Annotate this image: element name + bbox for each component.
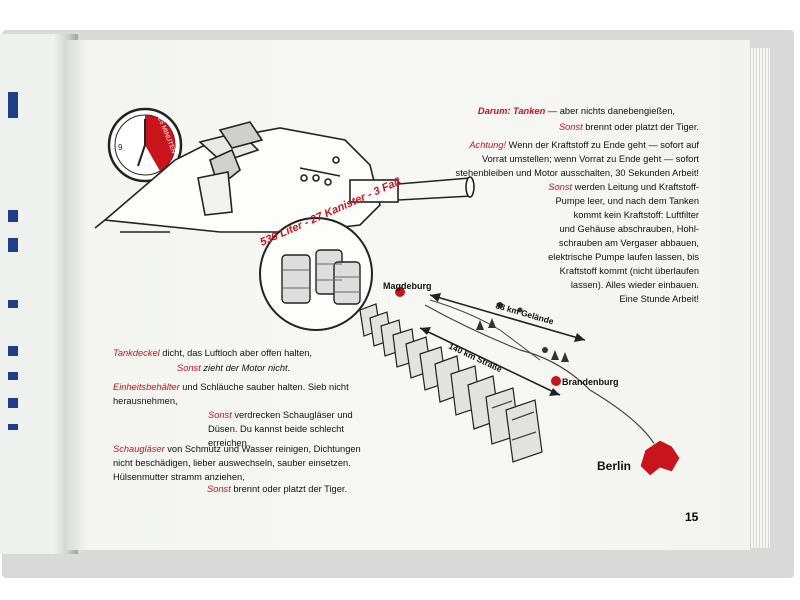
sonst2-line8: lassen). Alles wieder einbauen. xyxy=(570,280,699,290)
jerry-cans-row xyxy=(359,303,543,463)
darum-line: Darum: Tanken — aber nichts danebengieße… xyxy=(360,104,675,118)
darum-text: — aber nichts danebengießen, xyxy=(545,106,675,116)
sonst3-label: Sonst xyxy=(177,363,201,373)
sonst1-line: Sonst brennt oder platzt der Tiger. xyxy=(360,120,699,134)
tank-turret-sketch xyxy=(94,121,475,233)
sonst4-line3: erreichen. xyxy=(208,438,250,448)
right-page xyxy=(66,40,750,550)
achtung-paragraph: Achtung! Wenn der Kraftstoff zu Ende geh… xyxy=(400,138,699,180)
tankdeckel-label: Tankdeckel xyxy=(113,348,160,358)
sonst2-line6: elektrische Pumpe laufen lassen, bis xyxy=(548,252,699,262)
sonst3-text: zieht der Motor nicht. xyxy=(200,363,291,373)
clock-icon: 25 MINUTEN 9 xyxy=(107,107,183,183)
tank-refuel-illustration: 25 MINUTEN 9 530 Liter - 27 Kani xyxy=(94,107,681,477)
sonst2-line2: Pumpe leer, und nach dem Tanken xyxy=(555,196,699,206)
sonst2-line5: schrauben am Vergaser abbauen, xyxy=(558,238,699,248)
sonst2-label: Sonst xyxy=(548,182,573,192)
sonst1-label: Sonst xyxy=(558,122,583,132)
city-brandenburg: Brandenburg xyxy=(562,377,619,387)
page-stack-edge xyxy=(748,48,770,548)
schau-text: von Schmutz und Wasser reinigen, Dichtun… xyxy=(164,444,361,454)
einheit-line2: herausnehmen, xyxy=(113,396,178,406)
tankdeckel-line: Tankdeckel dicht, das Luftloch aber offe… xyxy=(113,346,373,360)
einheit-text: und Schläuche sauber halten. Sieb nicht xyxy=(179,382,349,392)
tankdeckel-text: dicht, das Luftloch aber offen halten, xyxy=(159,348,313,358)
sonst2-line4: und Gehäuse abschrauben, Hohl- xyxy=(559,224,699,234)
schau-line3: Hülsenmutter stramm anziehen, xyxy=(113,472,245,482)
sonst4-label: Sonst xyxy=(208,410,232,420)
sonst4-line1: verdrecken Schaugläser und xyxy=(231,410,353,420)
darum-label: Darum: Tanken xyxy=(477,106,546,116)
einheit-label: Einheitsbehälter xyxy=(113,382,180,392)
achtung-line2: Vorrat umstellen; wenn Vorrat zu Ende ge… xyxy=(481,154,699,164)
page-number: 15 xyxy=(685,510,699,524)
schau-line2: nicht beschädigen, lieber auswechseln, s… xyxy=(113,458,351,468)
sonst2-line9: Eine Stunde Arbeit! xyxy=(619,294,699,304)
sonst5-line: Sonst brennt oder platzt der Tiger. xyxy=(207,482,387,496)
schau-label: Schaugläser xyxy=(113,444,165,454)
sonst5-text: brennt oder platzt der Tiger. xyxy=(230,484,348,494)
sonst3-line: Sonst zieht der Motor nicht. xyxy=(177,361,377,375)
sonst4-line2: Düsen. Du kannst beide schlecht xyxy=(208,424,344,434)
berlin-marker xyxy=(639,439,681,477)
sonst2-line3: kommt kein Kraftstoff: Luftfilter xyxy=(573,210,699,220)
sonst2-line7: Kraftstoff kommt (nicht überlaufen xyxy=(559,266,699,276)
sonst1-text: brennt oder platzt der Tiger. xyxy=(582,122,699,132)
sonst5-label: Sonst xyxy=(207,484,231,494)
city-berlin: Berlin xyxy=(597,459,631,473)
sonst2-paragraph: Sonst werden Leitung und Kraftstoff- Pum… xyxy=(500,180,699,306)
sonst2-line1: werden Leitung und Kraftstoff- xyxy=(572,182,699,192)
achtung-line1: Wenn der Kraftstoff zu Ende geht — sofor… xyxy=(506,140,699,150)
einheit-paragraph: Einheitsbehälter und Schläuche sauber ha… xyxy=(113,380,375,408)
achtung-label: Achtung! xyxy=(469,140,507,150)
city-magdeburg: Magdeburg xyxy=(383,281,432,291)
schau-paragraph: Schaugläser von Schmutz und Wasser reini… xyxy=(113,442,375,484)
clock-numeral: 9 xyxy=(118,143,123,152)
sonst4-paragraph: Sonst verdrecken Schaugläser und Düsen. … xyxy=(208,408,368,450)
achtung-line3: stehenbleiben und Motor ausschalten, 30 … xyxy=(455,168,699,178)
